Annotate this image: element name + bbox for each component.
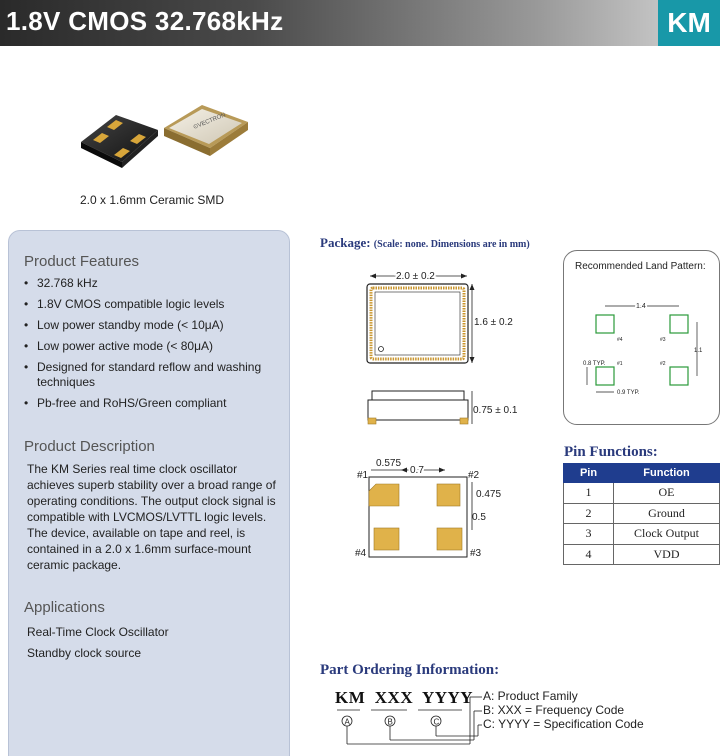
dim-pad-gap: 0.5	[472, 512, 486, 523]
dim-thickness: 0.75 ± 0.1	[473, 405, 518, 416]
land-pattern-title: Recommended Land Pattern:	[575, 261, 706, 272]
pin-function: VDD	[613, 543, 720, 565]
land-pitch-y: 1.1	[694, 348, 703, 354]
land-pattern-drawing: 1.4 #4 #3 #1 #2 1.1 0.8 TYP. 0.9 TYP.	[583, 302, 703, 397]
product-photo: ⊙VECTRON	[81, 105, 248, 168]
application-item: Real-Time Clock Oscillator	[27, 625, 169, 639]
svg-text:#3: #3	[660, 337, 666, 343]
page-title: 1.8V CMOS 32.768kHz	[6, 6, 284, 36]
svg-text:#2: #2	[660, 361, 666, 367]
description-heading: Product Description	[24, 438, 155, 455]
svg-text:#1: #1	[617, 361, 623, 367]
km-logo: KM	[658, 0, 720, 46]
land-pad-height: 0.8 TYP.	[583, 361, 606, 367]
header-bar: 1.8V CMOS 32.768kHz	[0, 0, 720, 46]
ordering-code: KM XXX YYYY	[335, 688, 474, 707]
land-pad-width: 0.9 TYP.	[617, 390, 640, 396]
legend-item: B: XXX = Frequency Code	[483, 703, 625, 717]
column-header: Function	[613, 463, 720, 483]
land-pattern-box	[563, 250, 720, 425]
photo-caption: 2.0 x 1.6mm Ceramic SMD	[79, 193, 225, 207]
column-header: Pin	[563, 463, 614, 483]
bottom-pin-label: #4	[355, 548, 367, 559]
feature-item: Designed for standard reflow and washing…	[24, 360, 276, 390]
features-heading: Product Features	[24, 253, 140, 270]
ordering-marker: B	[388, 718, 393, 727]
table-row: 1 OE	[563, 482, 720, 504]
pin-number: 2	[563, 502, 614, 524]
land-pitch-x: 1.4	[636, 303, 646, 310]
package-top-view: 2.0 ± 0.2 1.6 ± 0.2	[366, 269, 513, 364]
dim-pad-pitch: 0.7	[410, 465, 424, 476]
feature-item: 1.8V CMOS compatible logic levels	[24, 297, 276, 312]
legend-item: C: YYYY = Specification Code	[483, 717, 644, 731]
feature-item: 32.768 kHz	[24, 276, 276, 291]
application-item: Standby clock source	[27, 646, 142, 660]
pin-number: 3	[563, 523, 614, 545]
description-text: The KM Series real time clock oscillator…	[27, 462, 276, 572]
ordering-diagram	[337, 696, 482, 745]
legend-item: A: Product Family	[483, 689, 578, 703]
package-side-view: 0.75 ± 0.1	[367, 390, 518, 425]
package-heading: Package: (Scale: none. Dimensions are in…	[320, 235, 530, 251]
table-row: 3 Clock Output	[563, 523, 720, 545]
applications-heading: Applications	[24, 599, 105, 616]
pin-number: 1	[563, 482, 614, 504]
feature-item: Pb-free and RoHS/Green compliant	[24, 396, 276, 411]
bottom-pin-label: #2	[468, 470, 480, 481]
pin-number: 4	[563, 543, 614, 565]
bottom-pin-label: #3	[470, 548, 482, 559]
dim-pad-size: 0.475	[476, 489, 501, 500]
applications-list: Real-Time Clock Oscillator Standby clock…	[27, 622, 169, 664]
pin-functions-heading: Pin Functions:	[564, 444, 658, 460]
dim-height: 1.6 ± 0.2	[474, 317, 513, 328]
ordering-marker: A	[345, 718, 351, 727]
pin-function: Ground	[613, 502, 720, 524]
package-title: Package:	[320, 235, 371, 250]
bottom-pin-label: #1	[357, 470, 369, 481]
dim-width: 2.0 ± 0.2	[396, 271, 435, 282]
ordering-legend: A: Product Family B: XXX = Frequency Cod…	[483, 689, 644, 731]
dim-pad-offset: 0.575	[376, 458, 401, 469]
package-note: (Scale: none. Dimensions are in mm)	[373, 239, 530, 250]
feature-item: Low power active mode (< 80μA)	[24, 339, 276, 354]
pin-functions-table: Pin Function 1 OE 2 Ground 3 Clock Outpu…	[563, 463, 720, 565]
table-header-row: Pin Function	[563, 463, 720, 483]
pin-function: Clock Output	[613, 523, 720, 545]
ordering-marker: C	[434, 718, 440, 727]
features-list: 32.768 kHz 1.8V CMOS compatible logic le…	[24, 276, 276, 417]
table-row: 2 Ground	[563, 502, 720, 524]
package-bottom-view: 0.575 0.7 #1 #2 #3 #4 0.475 0.5	[355, 458, 501, 559]
ordering-heading: Part Ordering Information:	[320, 662, 500, 678]
table-row: 4 VDD	[563, 543, 720, 565]
feature-item: Low power standby mode (< 10μA)	[24, 318, 276, 333]
svg-text:#4: #4	[617, 337, 623, 343]
pin-function: OE	[613, 482, 720, 504]
